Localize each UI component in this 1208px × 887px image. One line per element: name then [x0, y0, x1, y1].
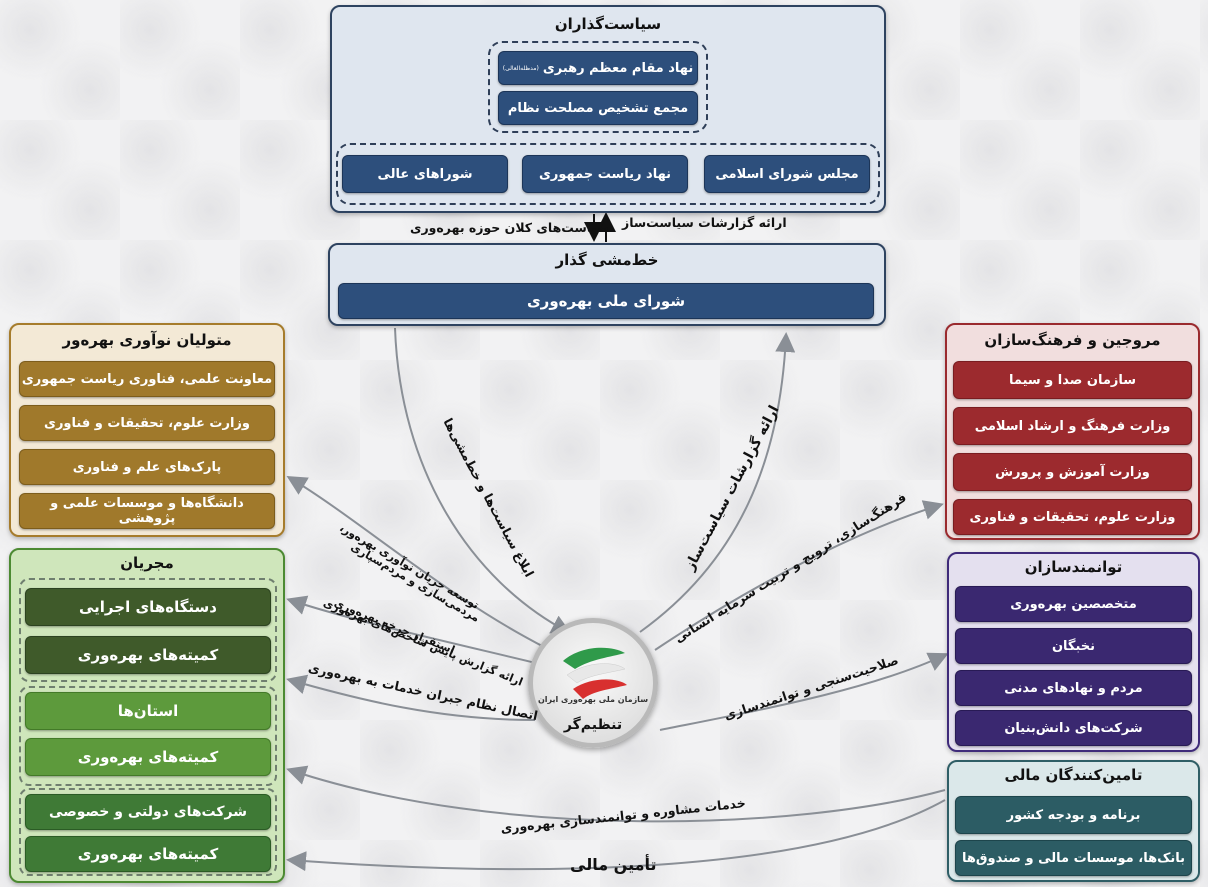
promoters-item: سازمان صدا و سیما: [953, 361, 1192, 399]
national-council-box: شورای ملی بهره‌وری: [338, 283, 874, 319]
leader-note: (مدظله‌العالی): [502, 64, 539, 72]
policy-makers-title: سیاست‌گذاران: [554, 15, 662, 33]
promoters-title: مروجین و فرهنگ‌سازان: [984, 331, 1161, 349]
promoters-item: وزارت فرهنگ و ارشاد اسلامی: [953, 407, 1192, 445]
councils-box: شوراهای عالی: [342, 155, 508, 193]
implementers-item: دستگاه‌های اجرایی: [25, 588, 271, 626]
label-financing: تأمین مالی: [570, 855, 657, 874]
innovation-item: پارک‌های علم و فناوری: [19, 449, 275, 485]
promoters-item: وزارت علوم، تحقیقات و فناوری: [953, 499, 1192, 535]
innovation-item: دانشگاه‌ها و موسسات علمی و پژوهشی: [19, 493, 275, 529]
arrow-innovation: [286, 475, 551, 651]
enablers-title: توانمندسازان: [1024, 558, 1123, 576]
policy-makers-panel: سیاست‌گذاران نهاد مقام معظم رهبری (مدظله…: [330, 5, 886, 213]
arrow-culture: [654, 500, 944, 651]
funders-item: برنامه و بودجه کشور: [955, 796, 1192, 834]
parliament-box: مجلس شورای اسلامی: [704, 155, 870, 193]
funders-title: تامین‌کنندگان مالی: [1004, 766, 1143, 784]
arrow-consulting: [286, 765, 946, 823]
arrow-competency: [659, 652, 949, 731]
planner-panel: خط‌مشی گذار شورای ملی بهره‌وری: [328, 243, 886, 326]
implementers-item: کمیته‌های بهره‌وری: [25, 836, 271, 872]
label-reports-up: ارائه گزارشات سیاست‌ساز: [622, 215, 787, 230]
implementers-group-3: [19, 788, 277, 876]
arrow-compensation: [286, 674, 536, 721]
regulator-label: تنظیم‌گر: [563, 717, 623, 733]
implementers-panel: مجریان دستگاه‌های اجرایی کمیته‌های بهره‌…: [9, 548, 285, 883]
implementers-group-2: [19, 686, 277, 786]
innovation-panel: متولیان نوآوری بهره‌ور معاونت علمی، فناو…: [9, 323, 285, 537]
arrow-policy-reports: [639, 332, 796, 633]
label-policies-down: سیاست‌های کلان حوزه بهره‌وری: [410, 220, 609, 235]
enablers-item: متخصصین بهره‌وری: [955, 586, 1192, 622]
funders-item: بانک‌ها، موسسات مالی و صندوق‌ها: [955, 840, 1192, 876]
innovation-item: وزارت علوم، تحقیقات و فناوری: [19, 405, 275, 441]
regulator-logo: سازمان ملی بهره‌وری ایران تنظیم‌گر: [528, 618, 658, 748]
policy-top-group: [488, 41, 708, 133]
leader-box: نهاد مقام معظم رهبری (مدظله‌العالی): [498, 51, 698, 85]
implementers-item: استان‌ها: [25, 692, 271, 730]
implementers-item: شرکت‌های دولتی و خصوصی: [25, 794, 271, 830]
implementers-item: کمیته‌های بهره‌وری: [25, 636, 271, 674]
arrow-financing: [286, 799, 946, 872]
implementers-title: مجریان: [120, 554, 174, 572]
implementers-group-1: [19, 578, 277, 682]
planner-title: خط‌مشی گذار: [555, 251, 659, 269]
promoters-item: وزارت آموزش و پرورش: [953, 453, 1192, 491]
enablers-item: شرکت‌های دانش‌بنیان: [955, 710, 1192, 746]
enablers-item: نخبگان: [955, 628, 1192, 664]
expediency-box: مجمع تشخیص مصلحت نظام: [498, 91, 698, 125]
flag-emblem-icon: [563, 647, 627, 699]
arrow-policy-comm: [394, 327, 572, 634]
funders-panel: تامین‌کنندگان مالی برنامه و بودجه کشور ب…: [947, 760, 1200, 882]
leader-label: نهاد مقام معظم رهبری: [542, 60, 694, 76]
implementers-item: کمیته‌های بهره‌وری: [25, 738, 271, 776]
policy-bottom-group: [336, 143, 880, 205]
enablers-panel: توانمندسازان متخصصین بهره‌وری نخبگان مرد…: [947, 552, 1200, 752]
regulator-org-name: سازمان ملی بهره‌وری ایران: [537, 695, 649, 704]
enablers-item: مردم و نهادهای مدنی: [955, 670, 1192, 706]
innovation-title: متولیان نوآوری بهره‌ور: [62, 331, 232, 349]
innovation-item: معاونت علمی، فناوری ریاست جمهوری: [19, 361, 275, 397]
promoters-panel: مروجین و فرهنگ‌سازان سازمان صدا و سیما و…: [945, 323, 1200, 540]
presidency-box: نهاد ریاست جمهوری: [522, 155, 688, 193]
arrow-cycle: [286, 595, 541, 665]
